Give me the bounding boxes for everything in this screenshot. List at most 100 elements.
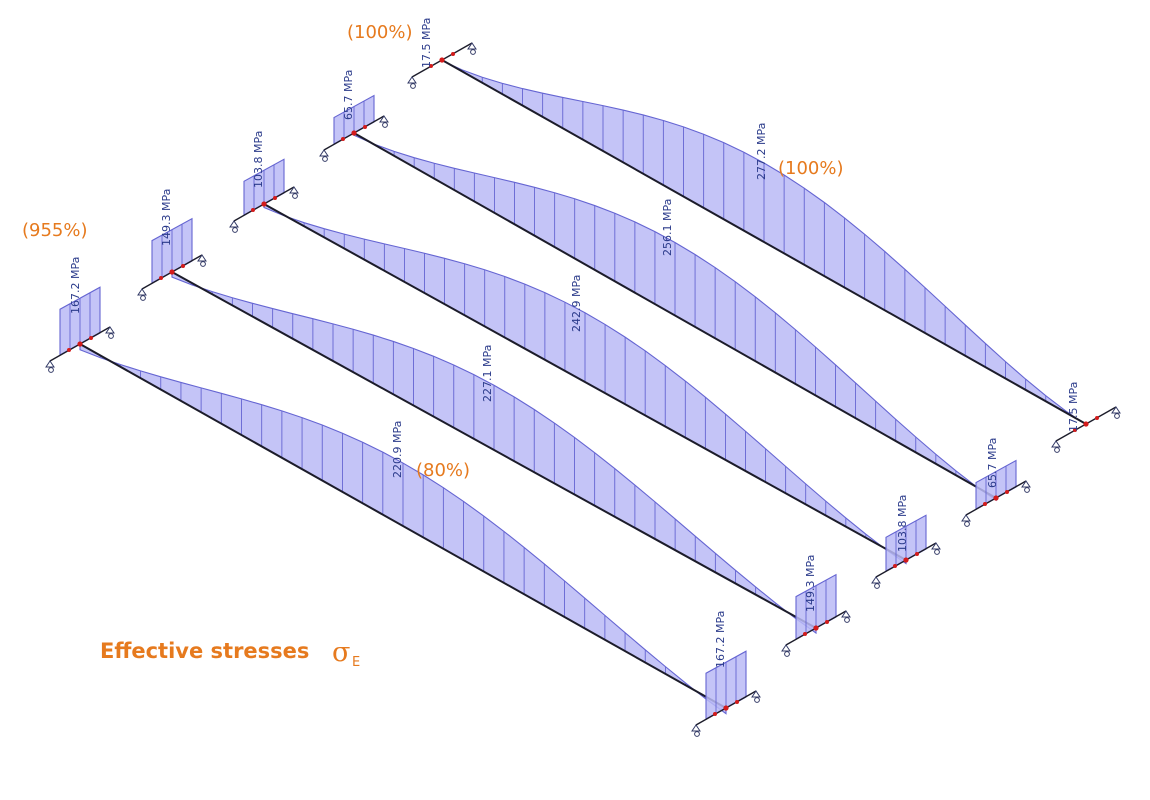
beam-5-start-node: [451, 52, 455, 56]
beam-2-start-node: [159, 276, 163, 280]
support-icon: [229, 220, 239, 228]
beam-3-mid-value: 242.9 MPa: [570, 275, 583, 332]
support-icon: [691, 724, 701, 732]
beam-1-end-node: [735, 700, 739, 704]
support-icon: [319, 149, 329, 157]
support-icon: [289, 186, 299, 194]
beam-5-labels: 17.5 MPa 277.2 MPa 17.5 MPa (100%) (100%…: [347, 18, 1080, 432]
support-icon: [1051, 440, 1061, 448]
support-icon: [467, 42, 477, 50]
beam-4-end-node: [993, 495, 999, 501]
support-icon: [407, 76, 417, 84]
support-roller-icon: [784, 651, 790, 657]
support-roller-icon: [1024, 487, 1030, 493]
beam-2-end-node: [803, 632, 807, 636]
beam-4-end-node: [1005, 490, 1009, 494]
beam-3-start-node: [261, 201, 267, 207]
support-roller-icon: [470, 49, 476, 55]
beam-5-start-node: [439, 57, 445, 63]
support-icon: [841, 610, 851, 618]
beams-layer: [45, 42, 1121, 737]
beam-5-end-node: [1095, 416, 1099, 420]
beam-4-mid-value: 256.1 MPa: [661, 199, 674, 256]
support-icon: [1111, 406, 1121, 414]
beam-5-end-node: [1083, 421, 1089, 427]
beam-5-start-value: 17.5 MPa: [420, 18, 433, 68]
beam-1-mid-percent: (80%): [416, 460, 470, 481]
support-roller-icon: [48, 367, 54, 373]
support-roller-icon: [292, 193, 298, 199]
beam-4-start-node: [363, 125, 367, 129]
support-icon: [871, 576, 881, 584]
beam-1-start-node: [67, 348, 71, 352]
support-icon: [45, 360, 55, 368]
beam-3-labels: 103.8 MPa 242.9 MPa 103.8 MPa: [252, 131, 909, 552]
support-roller-icon: [140, 295, 146, 301]
beam-1-end-node: [723, 705, 729, 711]
beam-2-start-node: [181, 264, 185, 268]
support-roller-icon: [382, 122, 388, 128]
beam-5-end-value: 17.5 MPa: [1067, 382, 1080, 432]
beam-1-start-value: 167.2 MPa: [69, 257, 82, 314]
beam-2: [137, 217, 851, 657]
support-icon: [961, 514, 971, 522]
beam-2-end-node: [813, 625, 819, 631]
beam-4-start-value: 65.7 MPa: [342, 70, 355, 120]
beam-1-labels: 167.2 MPa 220.9 MPa 167.2 MPa (955%) (80…: [22, 220, 727, 668]
beam-2-mid-value: 227.1 MPa: [481, 345, 494, 402]
beam-5-axis: [441, 59, 1087, 425]
beam-5-mid-percent: (100%): [778, 158, 844, 179]
caption-text: Effective stresses: [100, 639, 309, 663]
support-roller-icon: [964, 521, 970, 527]
support-icon: [781, 644, 791, 652]
beam-5-mid-value: 277.2 MPa: [755, 123, 768, 180]
support-icon: [137, 288, 147, 296]
beam-3-end-node: [903, 557, 909, 563]
caption: Effective stresses σ E: [100, 637, 360, 670]
beam-4-labels: 65.7 MPa 256.1 MPa 65.7 MPa: [342, 70, 999, 488]
support-roller-icon: [1114, 413, 1120, 419]
support-icon: [105, 326, 115, 334]
beam-5: [407, 42, 1121, 453]
support-roller-icon: [934, 549, 940, 555]
beam-1-start-node: [89, 336, 93, 340]
support-roller-icon: [410, 83, 416, 89]
support-roller-icon: [694, 731, 700, 737]
support-roller-icon: [322, 156, 328, 162]
beam-2-end-node: [825, 620, 829, 624]
beam-3: [229, 158, 941, 589]
support-icon: [379, 115, 389, 123]
support-roller-icon: [844, 617, 850, 623]
beam-1-end-value: 167.2 MPa: [714, 611, 727, 668]
beam-1-axis: [79, 343, 727, 709]
beam-1-start-node: [77, 341, 83, 347]
beam-2-axis: [171, 271, 817, 629]
beam-5-start-percent: (100%): [347, 22, 413, 43]
beam-4-end-node: [983, 502, 987, 506]
support-roller-icon: [1054, 447, 1060, 453]
beam-2-start-node: [169, 269, 175, 275]
beam-1-mid-value: 220.9 MPa: [391, 421, 404, 478]
beam-3-axis: [263, 203, 907, 561]
beam-1-start-percent: (955%): [22, 220, 88, 241]
beam-2-labels: 149.3 MPa 227.1 MPa 149.3 MPa: [160, 189, 817, 612]
support-roller-icon: [200, 261, 206, 267]
beam-3-end-node: [893, 564, 897, 568]
beam-2-start-value: 149.3 MPa: [160, 189, 173, 246]
beam-4-axis: [353, 132, 997, 499]
beam-1: [45, 286, 761, 737]
beam-3-end-value: 103.8 MPa: [896, 495, 909, 552]
beam-3-end-node: [915, 552, 919, 556]
beam-1-end-node: [713, 712, 717, 716]
sigma-symbol: σ: [332, 637, 350, 668]
support-icon: [931, 542, 941, 550]
beam-4-start-node: [351, 130, 357, 136]
beam-5-start-node: [429, 64, 433, 68]
beam-5-end-node: [1073, 428, 1077, 432]
beam-4: [319, 94, 1031, 527]
beam-4-end-value: 65.7 MPa: [986, 438, 999, 488]
sigma-subscript: E: [352, 655, 360, 670]
support-roller-icon: [754, 697, 760, 703]
beam-3-start-node: [251, 208, 255, 212]
support-icon: [197, 254, 207, 262]
